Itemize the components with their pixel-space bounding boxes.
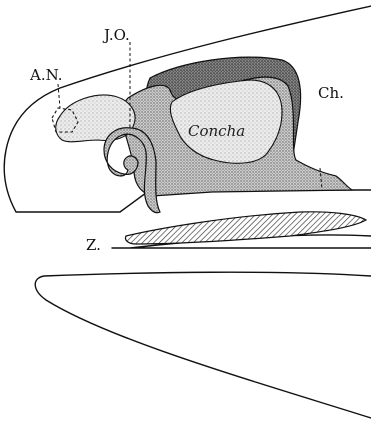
- label-jo: J.O.: [102, 26, 130, 44]
- label-concha: Concha: [188, 122, 245, 140]
- lower-jaw-outline: [35, 272, 371, 418]
- label-z: Z.: [86, 236, 101, 254]
- label-an: A.N.: [29, 66, 63, 84]
- palate: [125, 212, 366, 244]
- label-ch: Ch.: [318, 84, 344, 102]
